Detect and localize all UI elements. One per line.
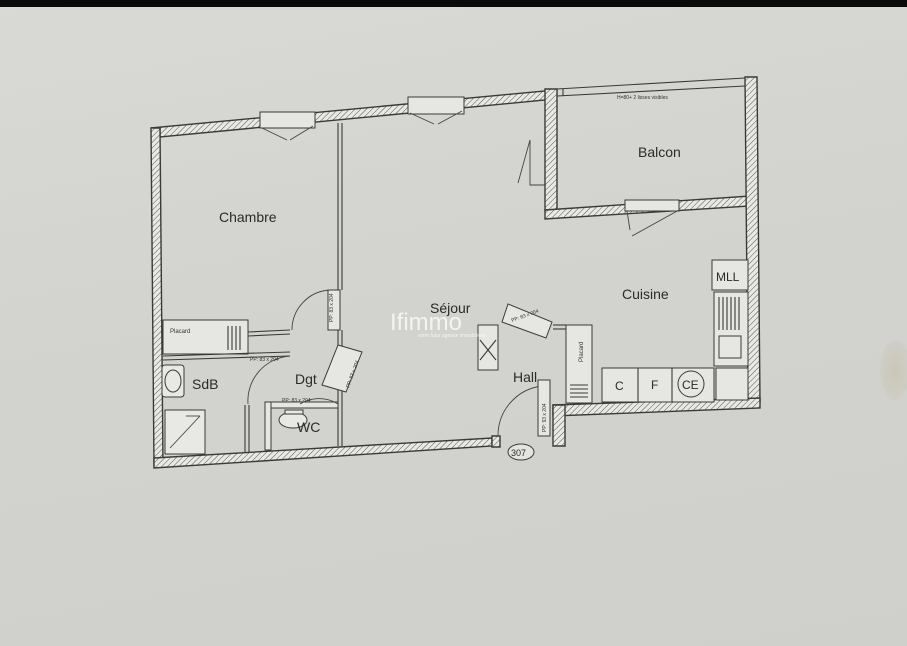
top-edge-bar (0, 0, 907, 7)
room-label-hall: Hall (513, 369, 537, 385)
door-note-entry: PP: 93 x 204 (542, 403, 548, 432)
door-note-wc: PP: 83 x 204 (282, 398, 311, 404)
room-label-cuisine: Cuisine (622, 286, 669, 302)
room-label-chambre: Chambre (219, 209, 277, 225)
kitchen-fixtures (601, 259, 749, 403)
watermark-tagline: votre futur agence immobilière (418, 333, 485, 339)
balcon-railing-note: H=80+ 2 lisses visibles (617, 95, 668, 101)
door-swings (247, 289, 553, 437)
exterior-walls (150, 76, 761, 469)
paper-stain (880, 340, 907, 400)
balcon-window (517, 139, 680, 237)
fixture-label-c: C (615, 379, 624, 393)
placard-label-chambre: Placard (170, 329, 190, 335)
door-note-sdb: PP: 83 x 204 (250, 357, 279, 363)
room-label-sejour: Séjour (430, 300, 471, 316)
bathroom-fixtures (161, 364, 308, 455)
room-label-balcon: Balcon (638, 144, 681, 160)
watermark-brand: Ifimmo (390, 309, 462, 336)
fixture-label-f: F (651, 378, 658, 392)
unit-number: 307 (511, 448, 526, 458)
unit-number-tag (507, 443, 535, 461)
fixture-label-ce: CE (682, 378, 699, 392)
interior-walls (162, 123, 593, 452)
door-note-chambre: PP: 83 x 204 (329, 293, 335, 322)
room-label-dgt: Dgt (295, 371, 317, 387)
placard-label-hall: Placard (579, 342, 585, 362)
top-windows (259, 96, 465, 141)
room-label-sdb: SdB (192, 376, 218, 392)
fixture-label-mll: MLL (716, 270, 740, 284)
room-label-wc: WC (297, 419, 320, 435)
